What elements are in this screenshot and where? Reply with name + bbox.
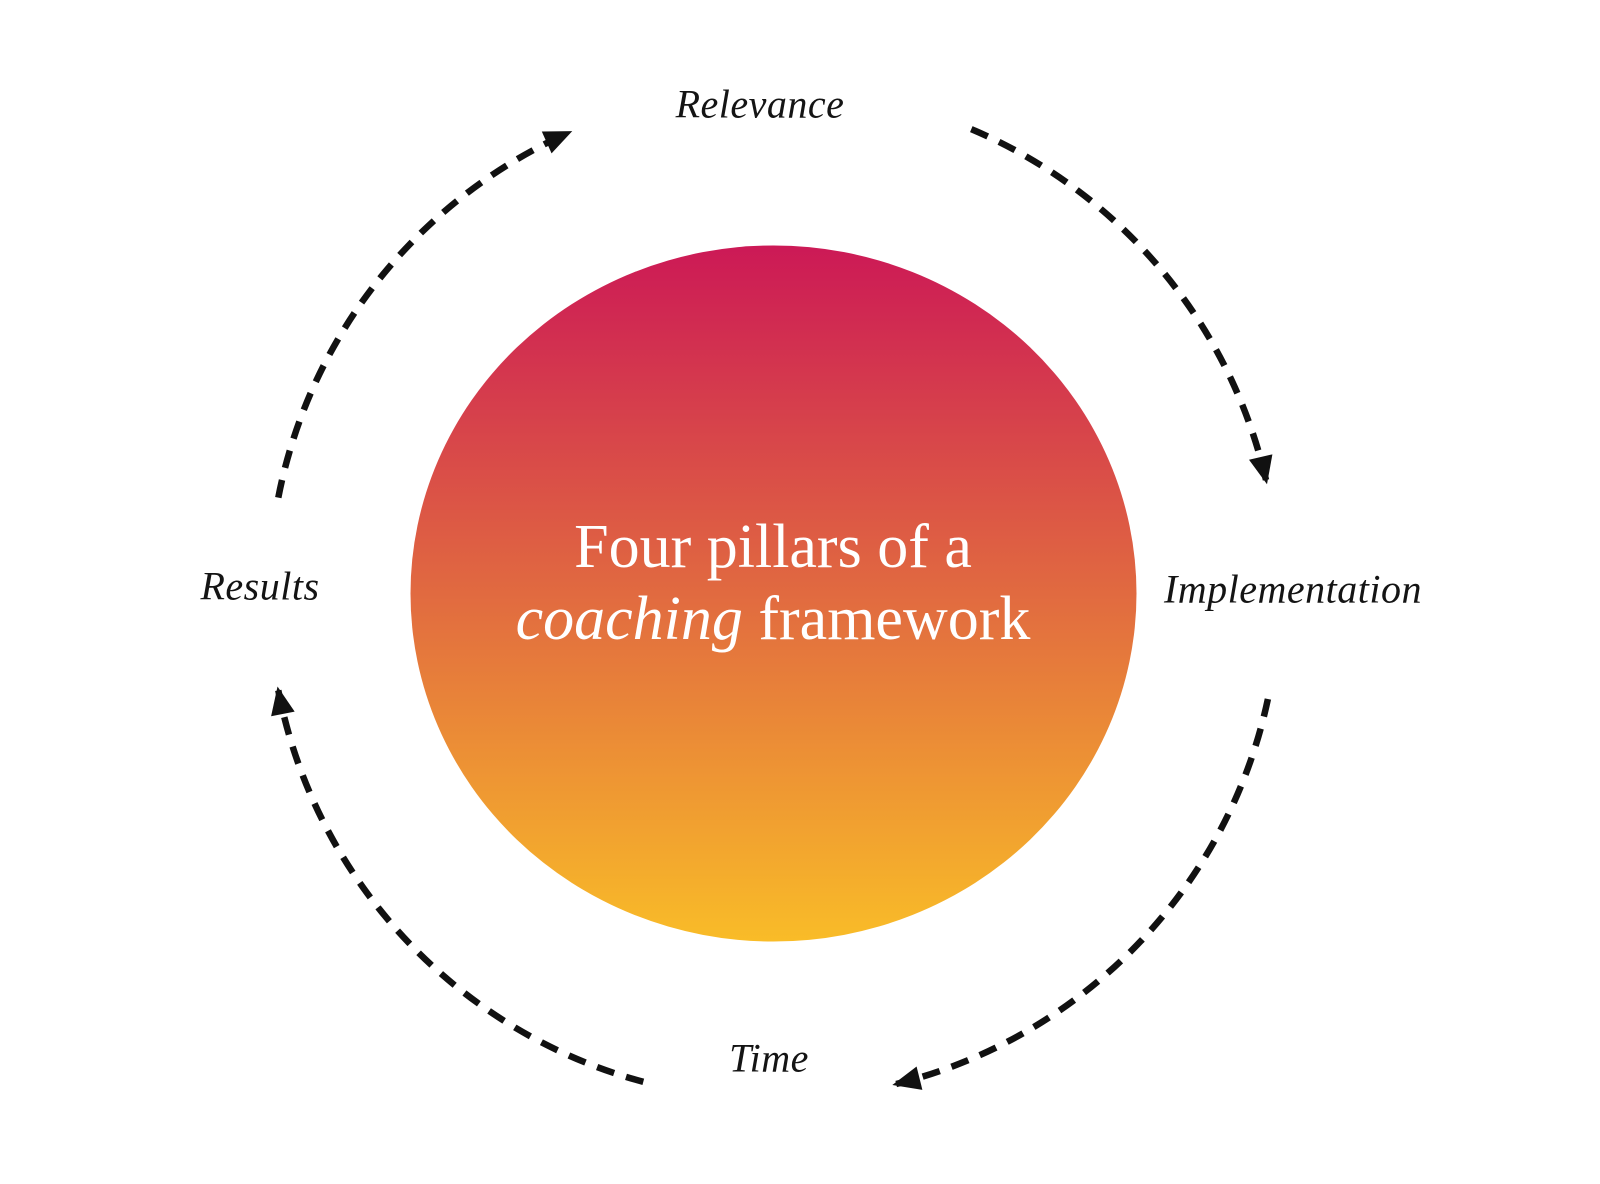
diagram-title-line2: coaching framework <box>516 583 1031 655</box>
label-results: Results <box>200 563 320 609</box>
label-relevance: Relevance <box>675 81 845 127</box>
diagram-title-line2-regular: framework <box>742 585 1031 653</box>
arrow-results-to-relevance-icon <box>275 129 573 499</box>
arrow-time-to-results-icon <box>271 686 645 1085</box>
diagram-title: Four pillars of a coaching framework <box>516 511 1031 655</box>
diagram-title-line1: Four pillars of a <box>574 513 972 581</box>
gradient-circle <box>410 245 1137 942</box>
cycle-arrows <box>271 126 1273 1090</box>
arrow-implementation-to-time-icon <box>892 698 1272 1090</box>
arrow-relevance-to-implementation-icon <box>970 126 1273 485</box>
label-time: Time <box>729 1035 809 1081</box>
diagram-title-line2-italic: coaching <box>515 585 743 653</box>
label-implementation: Implementation <box>1163 566 1423 612</box>
